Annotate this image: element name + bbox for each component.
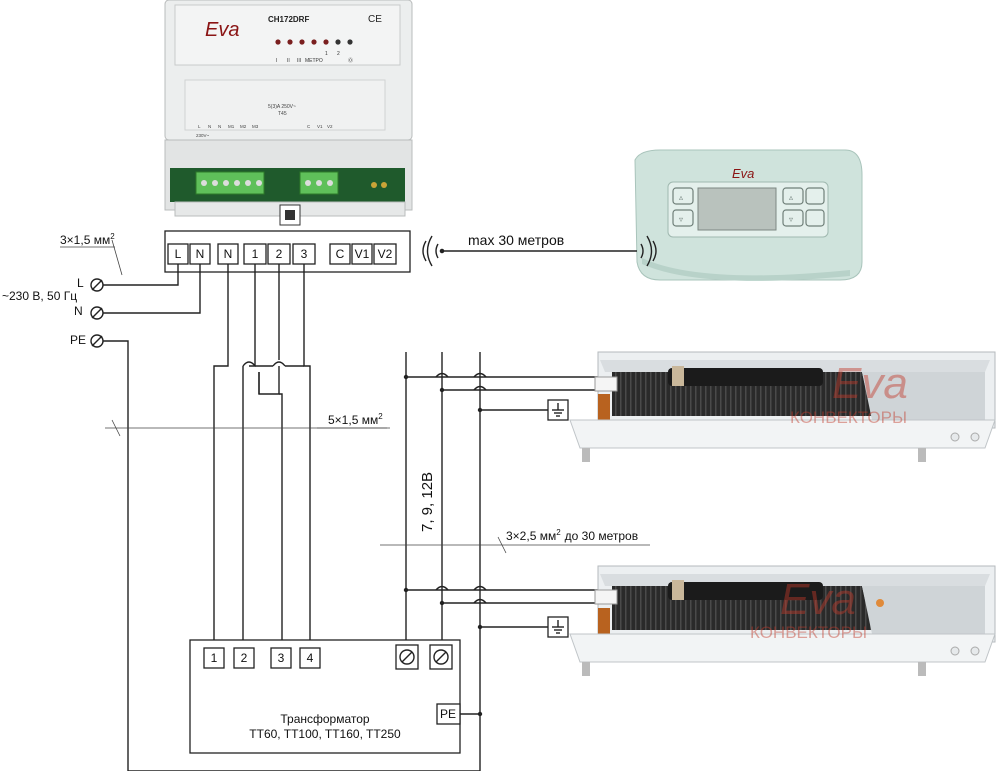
convector-2-watermark-text: КОНВЕКТОРЫ (750, 623, 867, 642)
mains-supply: 3×1,5 мм2 ~230 В, 50 Гц L N PE (2, 232, 123, 348)
wireless-signal-icon (422, 235, 657, 267)
svg-text:▿: ▿ (789, 215, 793, 224)
convector-2: Eva КОНВЕКТОРЫ (547, 565, 996, 676)
controller-model: CH172DRF (268, 15, 309, 24)
svg-text:▵: ▵ (789, 193, 793, 202)
controller-screw-terminals (195, 171, 387, 195)
svg-text:V1: V1 (317, 124, 323, 129)
svg-text:M1: M1 (228, 124, 235, 129)
svg-text:1: 1 (252, 247, 259, 261)
terminal-C (329, 243, 351, 265)
svg-text:▵: ▵ (679, 193, 683, 202)
transformer: 1 2 3 4 PE Трансформатор TT60, TT100, TT… (189, 639, 461, 754)
svg-text:N: N (218, 124, 221, 129)
wireless-thermostat: Eva ▵ ▿ ▵ ▿ (634, 149, 863, 281)
terminal-V1 (351, 243, 373, 265)
cable-5x-label: 5×1,5 мм2 (328, 412, 383, 427)
transformer-models: TT60, TT100, TT160, TT250 (249, 727, 401, 741)
svg-text:230V~: 230V~ (196, 133, 210, 138)
thermostat-arrow-icons: ▵ ▿ ▵ ▿ (679, 193, 793, 224)
convector-1: Eva КОНВЕКТОРЫ (547, 351, 996, 462)
svg-text:1: 1 (211, 651, 218, 665)
controller-rating: 5(3)A 250V~ (268, 104, 296, 110)
svg-text:METPO: METPO (305, 58, 323, 64)
wiring (103, 264, 600, 771)
svg-text:PE: PE (70, 333, 86, 347)
svg-text:V2: V2 (327, 124, 333, 129)
svg-text:III: III (297, 58, 301, 64)
svg-text:V1: V1 (355, 247, 370, 261)
thermostat-brand-logo: Eva (732, 166, 754, 181)
svg-text:4: 4 (307, 651, 314, 665)
low-voltage-label: 7, 9, 12В (419, 472, 436, 532)
svg-text:1: 1 (325, 51, 328, 57)
svg-text:N: N (74, 304, 83, 318)
svg-text:L: L (77, 276, 84, 290)
svg-text:V2: V2 (378, 247, 393, 261)
svg-text:II: II (287, 58, 290, 64)
wireless-range-label: max 30 метров (468, 232, 564, 248)
terminal-V2 (373, 243, 397, 265)
convector-1-watermark-text: КОНВЕКТОРЫ (790, 408, 907, 427)
convector-1-watermark-logo: Eva (832, 359, 908, 408)
svg-text:2: 2 (241, 651, 248, 665)
controller-contact-labels: L N N M1 M2 M3 C V1 V2 230V~ (196, 124, 333, 138)
svg-text:N: N (224, 247, 233, 261)
terminal-block: L N N 1 2 3 C V1 V2 (164, 230, 411, 273)
svg-text:N: N (208, 124, 211, 129)
svg-text:L: L (175, 247, 182, 261)
ground-icon (552, 403, 564, 417)
svg-text:C: C (336, 247, 345, 261)
svg-text:C: C (307, 124, 311, 129)
indicator-leds (275, 39, 353, 45)
svg-text:L: L (198, 124, 201, 129)
svg-text:I: I (276, 58, 277, 64)
supply-voltage-label: ~230 В, 50 Гц (2, 289, 77, 303)
thermostat-buttons (672, 187, 825, 227)
svg-text:2: 2 (337, 51, 340, 57)
svg-text:M3: M3 (252, 124, 259, 129)
supply-terminals (90, 278, 104, 348)
svg-text:2: 2 (276, 247, 283, 261)
wire-junctions (403, 374, 483, 717)
supply-cable-label: 3×1,5 мм2 (60, 232, 115, 247)
controller-brand-logo: Eva (205, 19, 239, 41)
svg-text:3: 3 (301, 247, 308, 261)
convector-2-watermark-logo: Eva (780, 575, 856, 624)
svg-text:N: N (196, 247, 205, 261)
transformer-title: Трансформатор (280, 712, 370, 726)
ground-icon (552, 620, 564, 634)
svg-text:3: 3 (278, 651, 285, 665)
transformer-pe-label: PE (440, 707, 456, 721)
svg-text:Ⓞ: Ⓞ (348, 57, 353, 64)
svg-text:M2: M2 (240, 124, 247, 129)
controller-rating-2: T45 (278, 111, 287, 117)
controller-unit: Eva CH172DRF CE I II III METPO 1 2 Ⓞ 5(3… (164, 0, 413, 226)
ce-mark: CE (368, 14, 382, 25)
svg-text:▿: ▿ (679, 215, 683, 224)
indicator-labels: I II III METPO 1 2 Ⓞ (276, 51, 353, 64)
cable-markers (105, 419, 650, 554)
